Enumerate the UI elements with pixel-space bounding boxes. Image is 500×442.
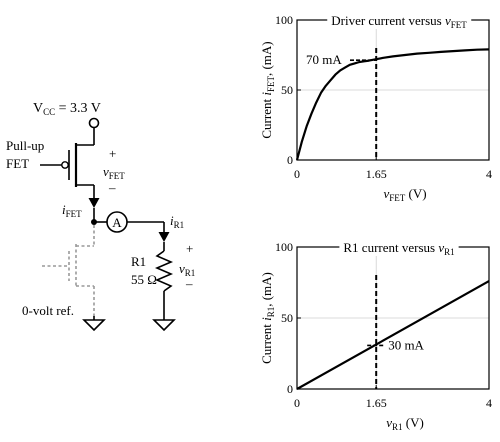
ground-pulldown — [82, 316, 106, 332]
tick-label-x-2: 4 — [486, 396, 492, 410]
ylabel-suffix: , (mA) — [259, 272, 274, 307]
circuit-schematic: VCC = 3.3 V Pull-up FET + vFET – iFET A — [6, 101, 195, 332]
chart-title: R1 current versus vR1 — [343, 240, 454, 257]
x-axis-label: vR1 (V) — [386, 415, 424, 432]
vr1-label: vR1 — [179, 261, 195, 278]
xlabel-suffix: (V) — [403, 415, 424, 430]
annotation-label: 30 mA — [388, 337, 424, 352]
tick-label-y-0: 0 — [287, 153, 293, 167]
tick-label-y-1: 50 — [281, 311, 293, 325]
xlabel-var: v — [386, 415, 392, 430]
title-text: R1 current versus — [343, 240, 438, 255]
series-line — [296, 280, 490, 390]
chart-title: Driver current versus vFET — [331, 13, 467, 30]
r1-value: 55 Ω — [131, 272, 157, 287]
tick-label-x-0: 0 — [294, 396, 300, 410]
ylabel-suffix: , (mA) — [259, 41, 274, 76]
ylabel-sub: R1 — [266, 307, 276, 318]
pullup-label-line1: Pull-up — [6, 138, 44, 153]
vr1-minus: – — [185, 276, 193, 291]
resistor-r1 — [154, 250, 174, 292]
ground-r1 — [152, 312, 176, 332]
ifet-arrow — [88, 198, 100, 208]
tick-label-y-0: 0 — [287, 382, 293, 396]
ylabel-var: i — [259, 92, 274, 96]
annotation-label: 70 mA — [306, 52, 342, 67]
pulldown-fet-dashed — [42, 225, 95, 320]
ground-ref-label: 0-volt ref. — [22, 303, 74, 318]
tick-label-x-1: 1.65 — [366, 396, 387, 410]
tick-label-y-2: 100 — [275, 240, 293, 254]
title-sub: R1 — [444, 247, 455, 257]
vcc-label: VCC = 3.3 V — [33, 101, 101, 117]
ammeter-label: A — [112, 215, 122, 230]
title-var: v — [438, 240, 444, 255]
y-axis-label: Current iR1, (mA) — [259, 272, 276, 364]
ir1-arrow — [158, 232, 170, 242]
ifet-label: iFET — [62, 202, 82, 219]
ylabel-text: Current — [259, 321, 274, 364]
tick-label-x-1: 1.65 — [366, 167, 387, 181]
xlabel-suffix: (V) — [405, 186, 426, 201]
vfet-label: vFET — [103, 164, 125, 181]
ir1-label: iR1 — [170, 213, 184, 230]
r1-name: R1 — [131, 254, 146, 269]
tick-label-x-0: 0 — [294, 167, 300, 181]
title-var: v — [445, 13, 451, 28]
ylabel-text: Current — [259, 96, 274, 139]
x-axis-label: vFET (V) — [383, 186, 426, 203]
vfet-plus: + — [109, 146, 116, 161]
title-sub: FET — [451, 20, 468, 30]
vcc-terminal — [88, 117, 100, 129]
series-line — [295, 48, 490, 161]
pullup-fet-symbol — [40, 143, 94, 187]
tick-label-y-1: 50 — [281, 83, 293, 97]
pullup-label-line2: FET — [6, 156, 29, 171]
tick-label-y-2: 100 — [275, 13, 293, 27]
title-text: Driver current versus — [331, 13, 445, 28]
xlabel-var: v — [383, 186, 389, 201]
xlabel-sub: FET — [389, 193, 406, 203]
vr1-plus: + — [186, 241, 193, 256]
tick-label-x-2: 4 — [486, 167, 492, 181]
xlabel-sub: R1 — [392, 422, 403, 432]
ylabel-sub: FET — [266, 76, 276, 93]
title-background — [339, 239, 459, 256]
y-axis-label: Current iFET, (mA) — [259, 41, 276, 138]
vfet-minus: – — [108, 180, 116, 195]
ylabel-var: i — [259, 317, 274, 321]
title-background — [327, 12, 472, 29]
